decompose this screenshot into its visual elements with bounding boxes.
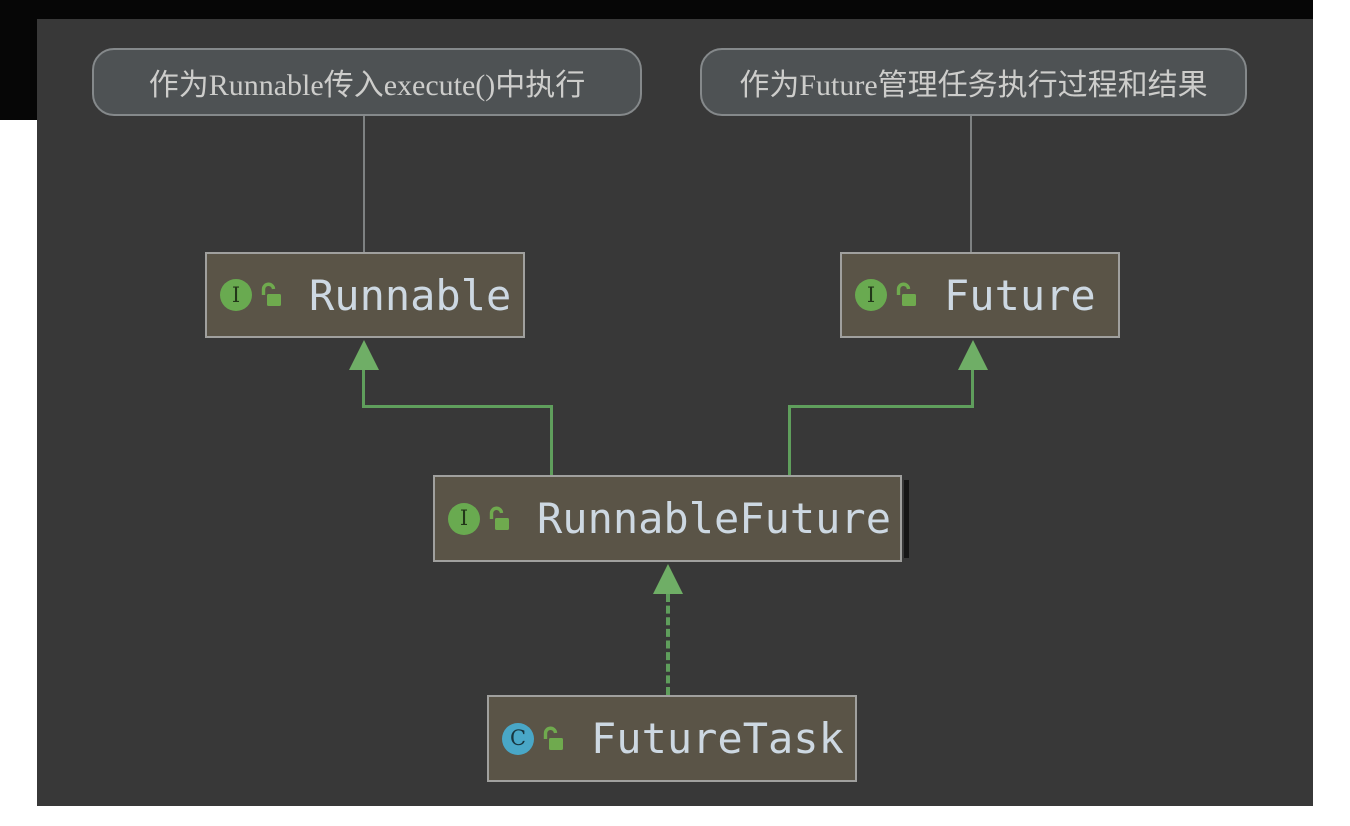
node-futuretask[interactable]: C FutureTask <box>487 695 857 782</box>
interface-icon: I <box>448 502 480 535</box>
open-lock-icon <box>261 282 281 306</box>
annotation-future[interactable]: 作为Future管理任务执行过程和结果 <box>700 48 1247 116</box>
node-runnable[interactable]: I Runnable <box>205 252 525 338</box>
extends-arrowhead-icon <box>349 340 379 370</box>
annotation-runnable-text: 作为Runnable传入execute()中执行 <box>148 69 586 102</box>
interface-icon: I <box>855 279 887 311</box>
open-lock-icon <box>489 506 509 530</box>
class-icon: C <box>502 722 534 755</box>
node-runnablefuture[interactable]: I RunnableFuture <box>433 475 902 562</box>
annotation-runnable[interactable]: 作为Runnable传入execute()中执行 <box>92 48 642 116</box>
left-black-strip <box>0 0 37 120</box>
uml-diagram-canvas: 作为Runnable传入execute()中执行 作为Future管理任务执行过… <box>37 19 1313 806</box>
open-lock-icon <box>896 282 916 306</box>
connector-annotation-future <box>970 116 972 252</box>
interface-icon: I <box>220 279 252 311</box>
text-caret <box>904 480 909 558</box>
node-runnable-label: Runnable <box>309 270 512 320</box>
node-future[interactable]: I Future <box>840 252 1120 338</box>
node-future-label: Future <box>944 270 1096 320</box>
node-futuretask-label: FutureTask <box>591 714 844 763</box>
implements-arrowhead-icon <box>653 564 683 594</box>
extends-arrowhead-icon <box>958 340 988 370</box>
annotation-future-text: 作为Future管理任务执行过程和结果 <box>739 69 1208 102</box>
open-lock-icon <box>543 726 563 750</box>
top-black-strip <box>0 0 1313 19</box>
node-runnablefuture-label: RunnableFuture <box>537 494 892 543</box>
connector-annotation-runnable <box>363 116 365 252</box>
